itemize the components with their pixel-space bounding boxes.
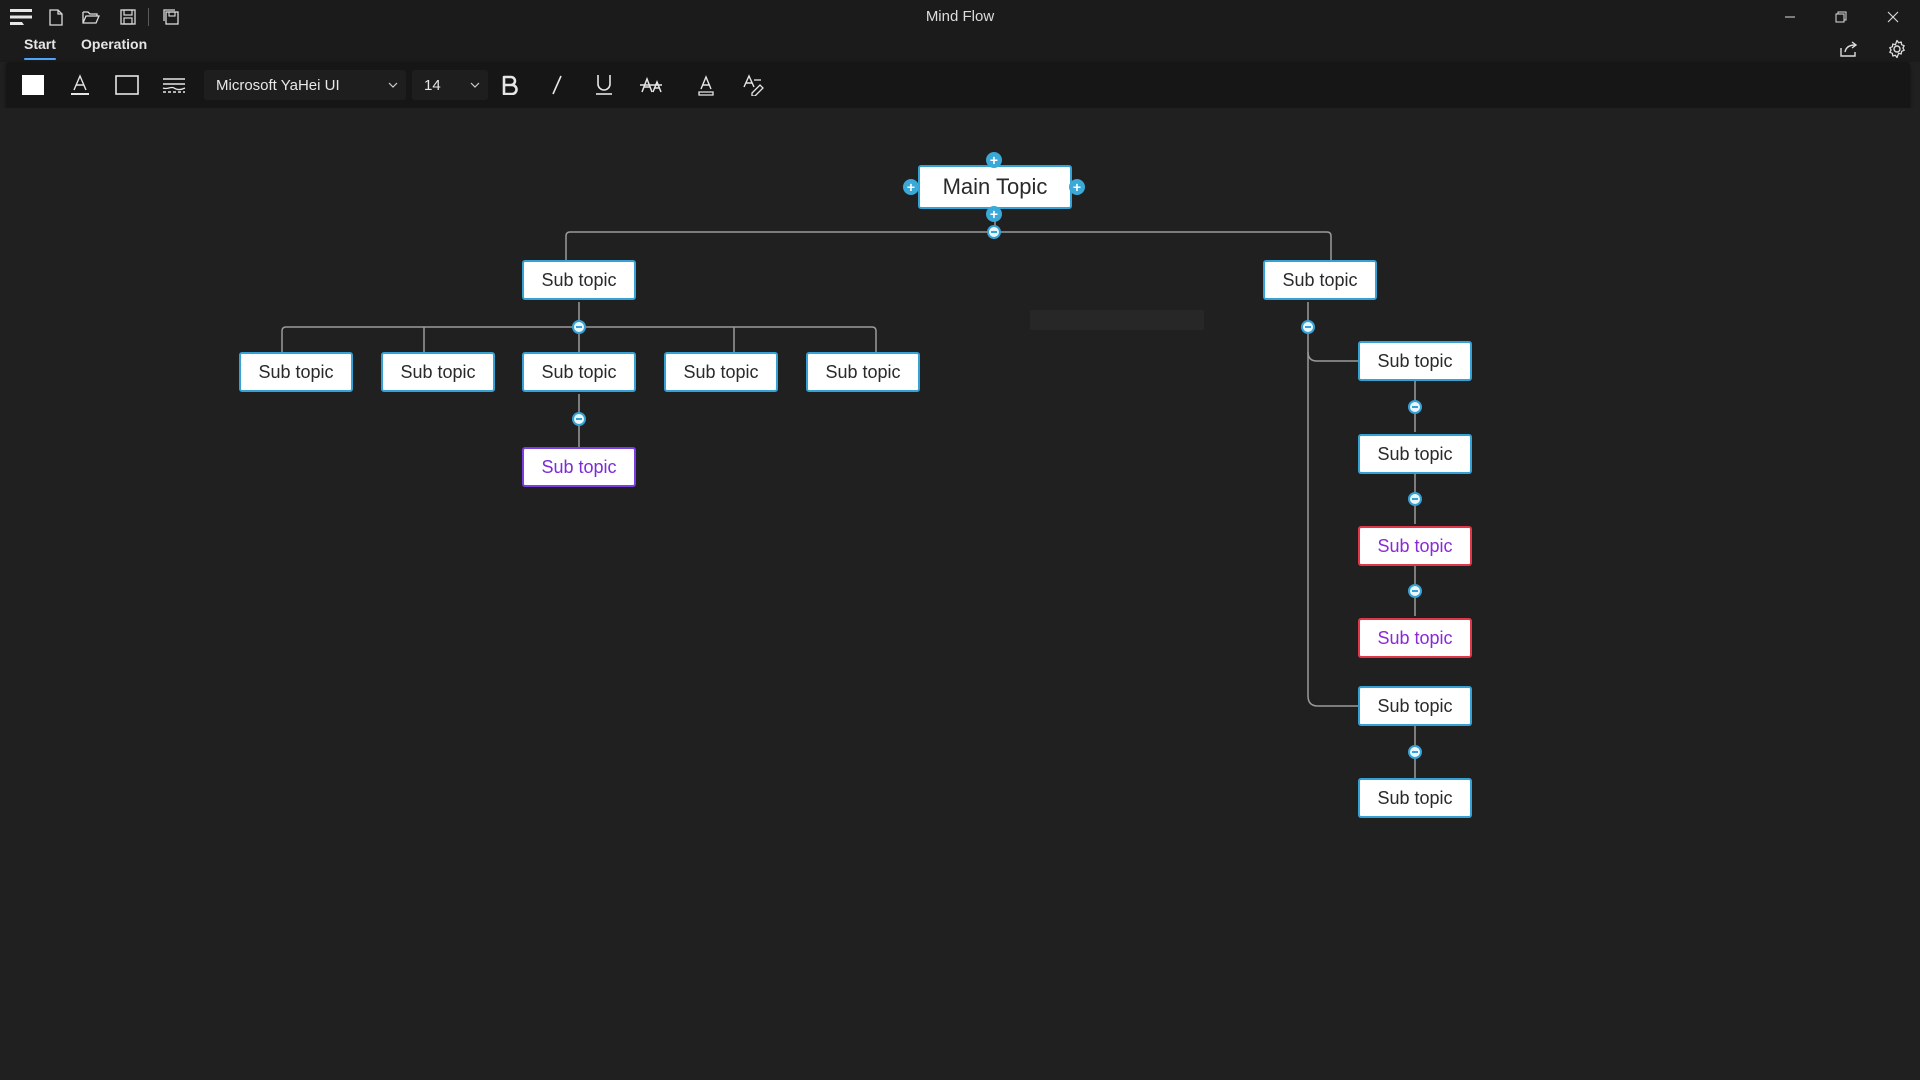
subtopic-node[interactable]: Sub topic bbox=[1358, 434, 1472, 474]
drag-placeholder bbox=[1030, 310, 1204, 330]
italic-icon[interactable] bbox=[540, 69, 574, 101]
font-size-value: 14 bbox=[424, 76, 441, 94]
restore-icon[interactable] bbox=[1818, 0, 1864, 34]
toolbar-divider bbox=[148, 8, 149, 26]
font-family-select[interactable]: Microsoft YaHei UI bbox=[204, 70, 406, 100]
strikethrough-icon[interactable] bbox=[634, 69, 668, 101]
new-file-icon[interactable] bbox=[46, 6, 66, 28]
open-folder-icon[interactable] bbox=[80, 6, 102, 28]
subtopic-right-node[interactable]: Sub topic bbox=[1263, 260, 1377, 300]
menu-icon[interactable] bbox=[8, 6, 34, 28]
tab-operation[interactable]: Operation bbox=[81, 36, 148, 52]
add-right-handle-icon[interactable]: + bbox=[1069, 179, 1085, 195]
ribbon-tabs: Start Operation bbox=[0, 34, 1920, 62]
collapse-toggle-icon[interactable] bbox=[572, 412, 586, 426]
save-icon[interactable] bbox=[117, 6, 139, 28]
font-size-select[interactable]: 14 bbox=[412, 70, 488, 100]
collapse-toggle-icon[interactable] bbox=[1408, 400, 1422, 414]
title-bar: Mind Flow bbox=[0, 0, 1920, 34]
app-title: Mind Flow bbox=[925, 8, 995, 25]
format-toolbar: Microsoft YaHei UI 14 bbox=[6, 62, 1910, 108]
add-bottom-handle-icon[interactable]: + bbox=[986, 206, 1002, 222]
clear-format-icon[interactable] bbox=[736, 69, 770, 101]
collapse-toggle-icon[interactable] bbox=[1301, 320, 1315, 334]
chevron-down-icon bbox=[380, 70, 406, 100]
subtopic-node[interactable]: Sub topic bbox=[1358, 778, 1472, 818]
minimize-icon[interactable] bbox=[1767, 0, 1813, 34]
chevron-down-icon bbox=[462, 70, 488, 100]
subtopic-selected-node[interactable]: Sub topic bbox=[522, 447, 636, 487]
bold-icon[interactable] bbox=[493, 69, 527, 101]
text-highlight-icon[interactable] bbox=[689, 69, 723, 101]
line-style-icon[interactable] bbox=[157, 69, 191, 101]
save-as-icon[interactable] bbox=[160, 6, 182, 28]
subtopic-alert-node[interactable]: Sub topic bbox=[1358, 618, 1472, 658]
collapse-toggle-icon[interactable] bbox=[1408, 584, 1422, 598]
subtopic-node[interactable]: Sub topic bbox=[806, 352, 920, 392]
add-left-handle-icon[interactable]: + bbox=[903, 179, 919, 195]
tab-start[interactable]: Start bbox=[24, 34, 56, 60]
collapse-toggle-icon[interactable] bbox=[1408, 745, 1422, 759]
subtopic-node[interactable]: Sub topic bbox=[239, 352, 353, 392]
font-family-value: Microsoft YaHei UI bbox=[216, 76, 340, 94]
share-icon[interactable] bbox=[1835, 37, 1863, 61]
subtopic-alert-node[interactable]: Sub topic bbox=[1358, 526, 1472, 566]
collapse-toggle-icon[interactable] bbox=[987, 225, 1001, 239]
underline-icon[interactable] bbox=[587, 69, 621, 101]
subtopic-node[interactable]: Sub topic bbox=[522, 352, 636, 392]
subtopic-node[interactable]: Sub topic bbox=[1358, 686, 1472, 726]
subtopic-node[interactable]: Sub topic bbox=[1358, 341, 1472, 381]
settings-gear-icon[interactable] bbox=[1883, 37, 1911, 61]
fill-color-icon[interactable] bbox=[16, 69, 50, 101]
subtopic-node[interactable]: Sub topic bbox=[664, 352, 778, 392]
mindmap-canvas[interactable]: Main Topic + + + + Sub topic Sub topic S… bbox=[0, 108, 1920, 1080]
connector-lines bbox=[281, 209, 1416, 781]
collapse-toggle-icon[interactable] bbox=[1408, 492, 1422, 506]
collapse-toggle-icon[interactable] bbox=[572, 320, 586, 334]
subtopic-node[interactable]: Sub topic bbox=[381, 352, 495, 392]
close-icon[interactable] bbox=[1870, 0, 1916, 34]
subtopic-left-node[interactable]: Sub topic bbox=[522, 260, 636, 300]
font-color-icon[interactable] bbox=[63, 69, 97, 101]
add-top-handle-icon[interactable]: + bbox=[986, 152, 1002, 168]
main-topic-node[interactable]: Main Topic bbox=[918, 165, 1072, 209]
border-icon[interactable] bbox=[110, 69, 144, 101]
